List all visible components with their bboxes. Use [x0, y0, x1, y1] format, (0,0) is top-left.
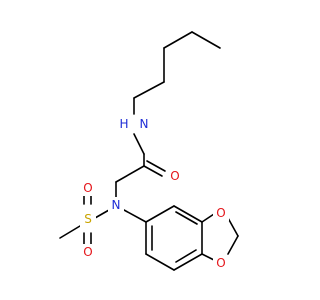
sulfonamide-nitrogen-label: N	[112, 198, 121, 212]
amide-nitrogen-label: N	[140, 117, 149, 131]
bond-s-methyl	[59, 225, 81, 239]
amide-hydrogen-label: H	[119, 117, 128, 131]
bond-dioxole-2	[201, 253, 215, 261]
bond-c-ch2	[115, 165, 145, 183]
structure-drawing: N H O N S O O O O	[59, 31, 239, 271]
bond-dioxole-4	[227, 235, 239, 255]
sulfonyl-oxygen-top-label: O	[83, 181, 92, 195]
bond-ring-2	[173, 205, 203, 223]
sulfur-label: S	[84, 212, 92, 226]
dioxole-oxygen-top-label: O	[216, 206, 225, 220]
bond-n-aryl	[123, 209, 147, 223]
bond-amide-n-c	[133, 133, 145, 155]
bond-dioxole-3	[227, 217, 239, 237]
bond-pentyl-4	[133, 81, 165, 99]
molecule-canvas: N H O N S O O O O	[59, 31, 239, 271]
bond-ring-inner-1	[175, 211, 198, 225]
bond-dioxole-1	[201, 213, 215, 223]
bonds	[59, 31, 239, 271]
bond-ring-inner-2	[175, 249, 197, 263]
carbonyl-oxygen-label: O	[170, 169, 179, 183]
bond-ring-4	[173, 253, 203, 271]
bond-carbonyl-o-1	[143, 165, 163, 177]
sulfonyl-oxygen-bottom-label: O	[83, 245, 92, 259]
dioxole-oxygen-bottom-label: O	[216, 256, 225, 270]
bond-pentyl-1	[191, 31, 221, 49]
atom-labels: N H O N S O O O O	[80, 116, 229, 271]
bond-pentyl-2	[163, 31, 193, 49]
bond-n-s	[94, 209, 110, 219]
bond-ring-5	[145, 253, 175, 271]
bond-carbonyl-o-2	[146, 160, 166, 172]
bond-ring-1	[145, 205, 175, 223]
